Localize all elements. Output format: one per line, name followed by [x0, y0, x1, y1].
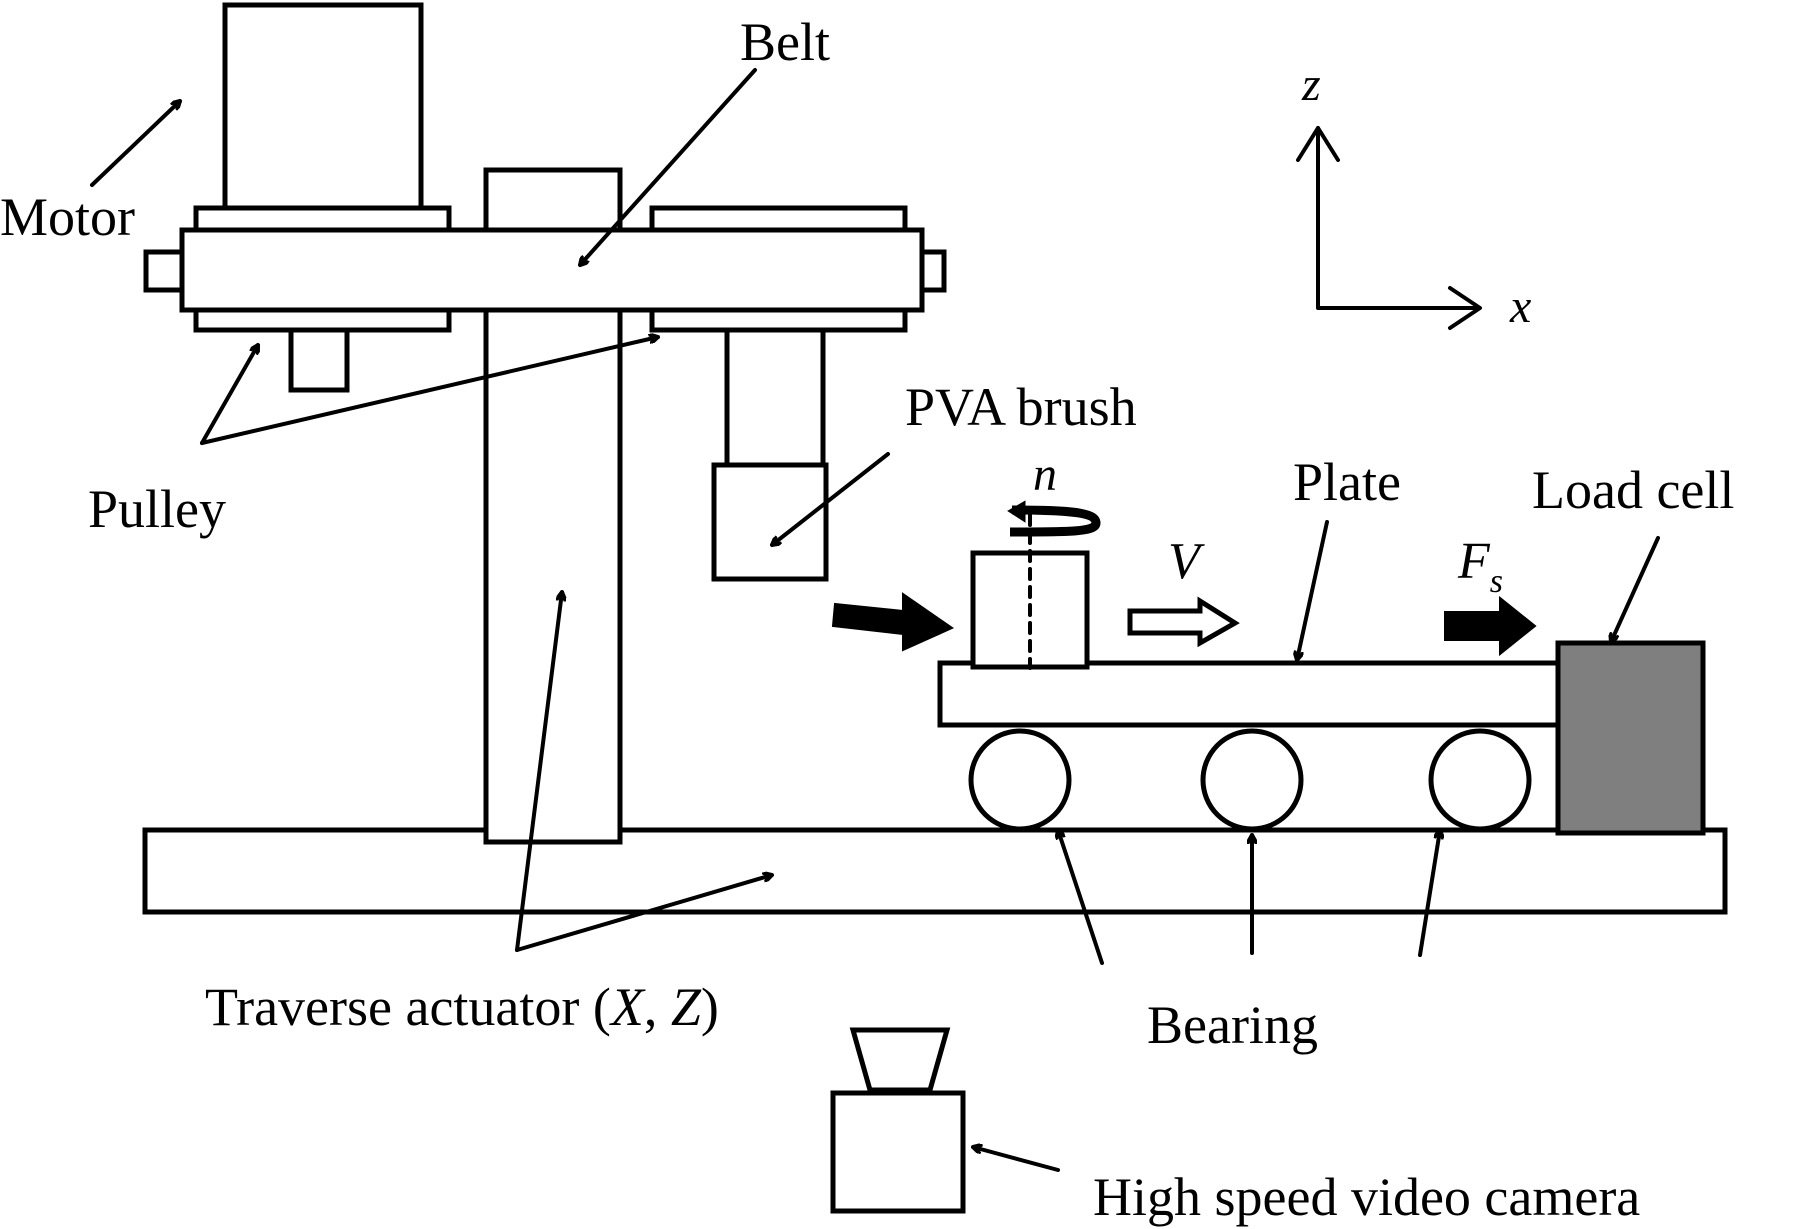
pulley-left-bottom [193, 307, 452, 333]
label-bearing: Bearing [1147, 995, 1318, 1055]
label-motor: Motor [0, 187, 135, 247]
leader-belt [580, 68, 757, 265]
belt-housing [179, 227, 925, 313]
camera-lens [849, 1027, 951, 1093]
symbol-velocity: V [1168, 533, 1205, 590]
label-pulley: Pulley [88, 479, 226, 539]
bearing-3 [1428, 728, 1532, 832]
motor-body [222, 2, 424, 213]
leader-pva-brush [772, 452, 890, 545]
leader-actuator-z [515, 590, 562, 952]
leader-load-cell [1611, 536, 1660, 642]
traverse-sep: , [644, 977, 671, 1037]
feed-arrow [831, 592, 955, 652]
axis-x-label: x [1509, 280, 1531, 333]
traverse-prefix: Traverse actuator ( [205, 977, 611, 1037]
velocity-arrow [1127, 596, 1240, 648]
load-cell [1555, 640, 1706, 836]
label-camera: High speed video camera [1093, 1167, 1640, 1227]
traverse-z: Z [671, 977, 702, 1037]
label-pva-brush: PVA brush [905, 377, 1137, 437]
label-traverse-actuator: Traverse actuator (X, Z) [205, 977, 719, 1037]
leader-pulley-left [200, 345, 258, 445]
force-arrow [1444, 595, 1537, 657]
belt-end-right [919, 249, 947, 293]
traverse-close: ) [701, 977, 719, 1037]
label-load-cell: Load cell [1532, 460, 1734, 520]
label-plate: Plate [1293, 452, 1401, 512]
leader-bearing-1 [1058, 830, 1104, 965]
leader-actuator-x [515, 875, 772, 952]
rotation-arrow [1009, 505, 1101, 537]
x-axis-arrowhead [1448, 286, 1482, 330]
motor-shaft [288, 327, 350, 393]
belt-end-left [143, 249, 185, 293]
brush-holder [711, 462, 829, 582]
leader-pulley-right [200, 337, 658, 445]
axis-z-label: z [1301, 58, 1321, 111]
label-belt: Belt [740, 12, 830, 72]
leader-bearing-3 [1418, 828, 1440, 957]
rotation-arrow-head [1007, 500, 1026, 523]
force-subscript: s [1490, 563, 1503, 600]
leader-motor [90, 101, 180, 187]
leader-plate [1297, 520, 1329, 660]
bearing-1 [968, 728, 1072, 832]
symbol-force: Fs [1457, 533, 1503, 600]
axis-lines [1316, 126, 1477, 310]
pulley-right-bottom [649, 307, 908, 333]
symbol-rotation: n [1033, 448, 1057, 501]
leader-camera [973, 1147, 1060, 1172]
traverse-x: X [609, 977, 646, 1037]
camera-body [830, 1090, 966, 1214]
bearing-2 [1200, 728, 1304, 832]
force-letter: F [1457, 533, 1491, 590]
brush-shaft [724, 327, 826, 468]
z-axis-arrowhead [1296, 126, 1340, 162]
base-rail [142, 827, 1728, 915]
plate [937, 660, 1561, 728]
